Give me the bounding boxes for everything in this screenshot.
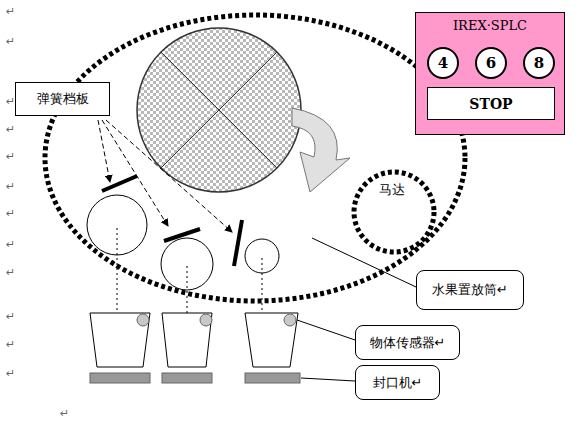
number-button: 8 (523, 47, 555, 79)
node-text: 物体传感器↵ (370, 334, 446, 352)
paragraph-mark: ↵ (6, 207, 15, 220)
leader-line (301, 378, 355, 381)
paragraph-mark: ↵ (6, 310, 15, 323)
fruit (87, 195, 147, 255)
cup (162, 313, 212, 367)
paragraph-mark: ↵ (6, 180, 15, 193)
motor-label: 马达 (370, 180, 414, 200)
leader-line (312, 238, 416, 287)
sealer (245, 373, 300, 383)
leader-arrow (106, 120, 232, 232)
paragraph-mark: ↵ (6, 5, 15, 18)
sealer (90, 373, 150, 383)
number-button: 4 (427, 47, 459, 79)
leader-line (297, 320, 355, 340)
motor-outline (354, 172, 434, 252)
rotor-line (161, 52, 277, 168)
cup (90, 313, 150, 367)
node-text: 弹簧档板 (37, 90, 89, 108)
node-text: 8 (534, 54, 544, 72)
leader-arrow (102, 120, 168, 226)
node-text: 封口机↵ (373, 374, 423, 392)
label-box: 弹簧档板 (15, 82, 110, 116)
node-text: 4 (438, 54, 448, 72)
rotor (137, 28, 301, 192)
paragraph-mark: ↵ (6, 95, 15, 108)
paragraph-mark: ↵ (6, 367, 15, 380)
paragraph-mark: ↵ (6, 266, 15, 279)
spring-baffle (164, 229, 200, 241)
object-sensor (284, 314, 296, 326)
rotor-line (161, 52, 277, 168)
node-text: 水果置放筒↵ (432, 281, 508, 299)
drum-outline (45, 15, 465, 301)
control-panel: IREX·SPLC 4 6 8STOP (415, 12, 565, 135)
number-button: 6 (475, 47, 507, 79)
fruit (245, 239, 279, 273)
object-sensor (200, 314, 212, 326)
spring-baffle (234, 220, 242, 266)
callout-box: 水果置放筒↵ (416, 270, 524, 310)
node-text: STOP (469, 96, 512, 112)
node-text: 6 (486, 54, 496, 72)
node-text: 马达 (379, 181, 405, 199)
paragraph-mark: ↵ (60, 407, 69, 420)
paragraph-mark: ↵ (6, 238, 15, 251)
callout-box: 封口机↵ (355, 365, 440, 400)
cup (245, 313, 298, 367)
callout-box: 物体传感器↵ (355, 325, 460, 360)
stop-button: STOP (427, 87, 555, 120)
rotation-arrow (292, 108, 350, 192)
paragraph-mark: ↵ (6, 150, 15, 163)
paragraph-mark: ↵ (6, 35, 15, 48)
panel-heading: IREX·SPLC (453, 18, 527, 33)
object-sensor (137, 314, 149, 326)
paragraph-mark: ↵ (6, 338, 15, 351)
paragraph-mark: ↵ (6, 123, 15, 136)
spring-baffle (102, 176, 137, 191)
sealer (162, 373, 212, 383)
